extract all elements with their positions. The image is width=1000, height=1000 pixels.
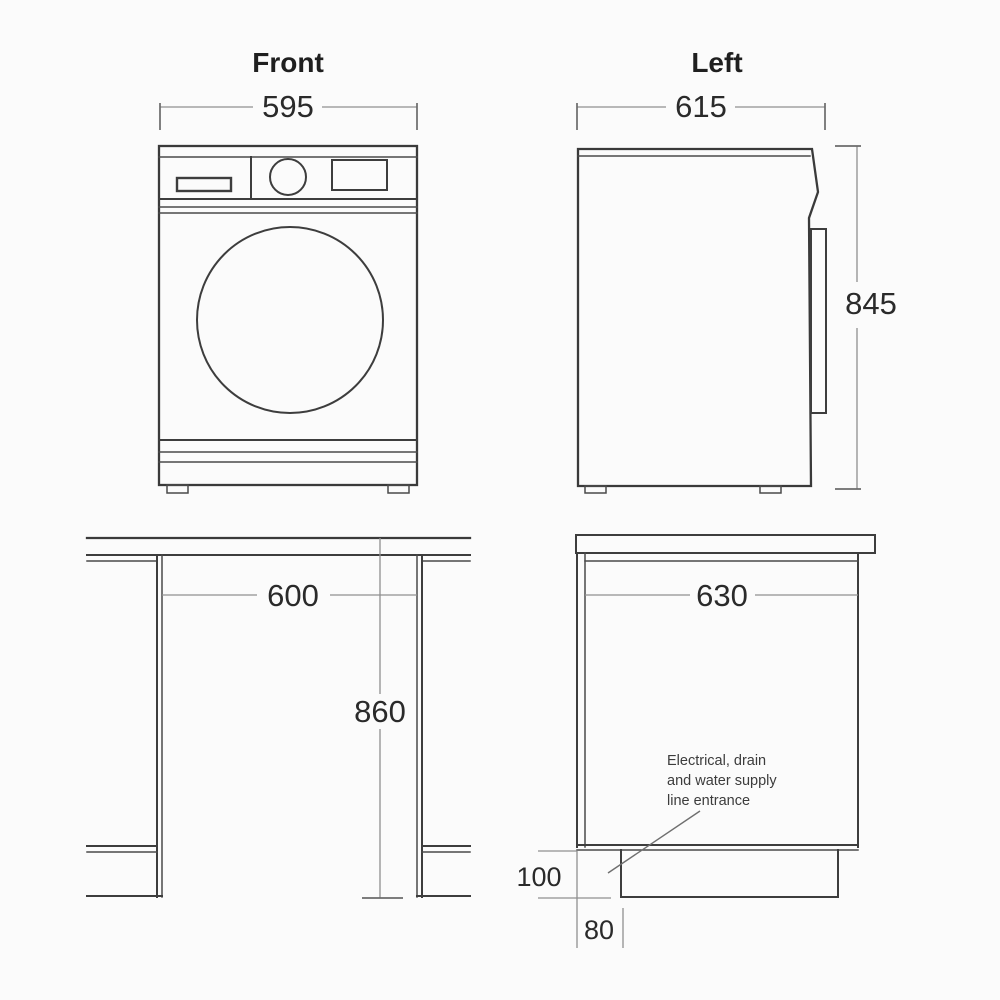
supply-note-line-3: line entrance [667, 793, 750, 809]
display-window [331, 159, 388, 191]
left-depth-dimension: 615 [576, 89, 826, 130]
left-foot [166, 484, 189, 494]
niche-depth-value: 630 [696, 578, 748, 613]
front-width-value: 595 [262, 89, 314, 124]
plinth-outline [620, 849, 839, 898]
plinth-height-dimension: 100 [516, 850, 611, 948]
right-foot [387, 484, 410, 494]
front-foot [759, 485, 782, 494]
washer-side-outline [576, 147, 827, 494]
note-leader-line [607, 810, 701, 874]
niche-height-value: 860 [354, 694, 406, 729]
door-drum-circle [196, 226, 384, 414]
niche-width-value: 600 [267, 578, 319, 613]
front-view-title: Front [252, 47, 324, 78]
plinth-recess-dimension: 80 [584, 908, 624, 948]
washer-body [157, 144, 419, 487]
niche-width-dimension: 600 [162, 578, 417, 613]
front-width-dimension: 595 [159, 89, 418, 130]
control-knob [269, 158, 307, 196]
front-view: Front 595 [157, 47, 419, 494]
plinth-recess-value: 80 [584, 915, 614, 945]
left-height-dimension: 845 [835, 145, 897, 490]
washer-front-outline [157, 144, 419, 494]
plinth-height-value: 100 [516, 862, 561, 892]
countertop [575, 534, 876, 554]
left-height-value: 845 [845, 286, 897, 321]
left-view-title: Left [691, 47, 742, 78]
niche-height-dimension: 860 [354, 538, 406, 899]
niche-depth-dimension: 630 [585, 578, 858, 613]
detergent-drawer [175, 176, 233, 193]
niche-side-view: 630 Electrical, drain and water supply l… [516, 534, 876, 948]
supply-note-line-2: and water supply [667, 773, 777, 789]
rear-foot [584, 485, 607, 494]
left-view: Left 615 845 [576, 47, 897, 494]
niche-front-view: 600 860 [85, 536, 472, 899]
supply-line-note: Electrical, drain and water supply line … [607, 753, 777, 874]
left-depth-value: 615 [675, 89, 727, 124]
door-bulge [810, 228, 827, 414]
washer-side-body [576, 147, 820, 488]
supply-note-line-1: Electrical, drain [667, 753, 766, 769]
